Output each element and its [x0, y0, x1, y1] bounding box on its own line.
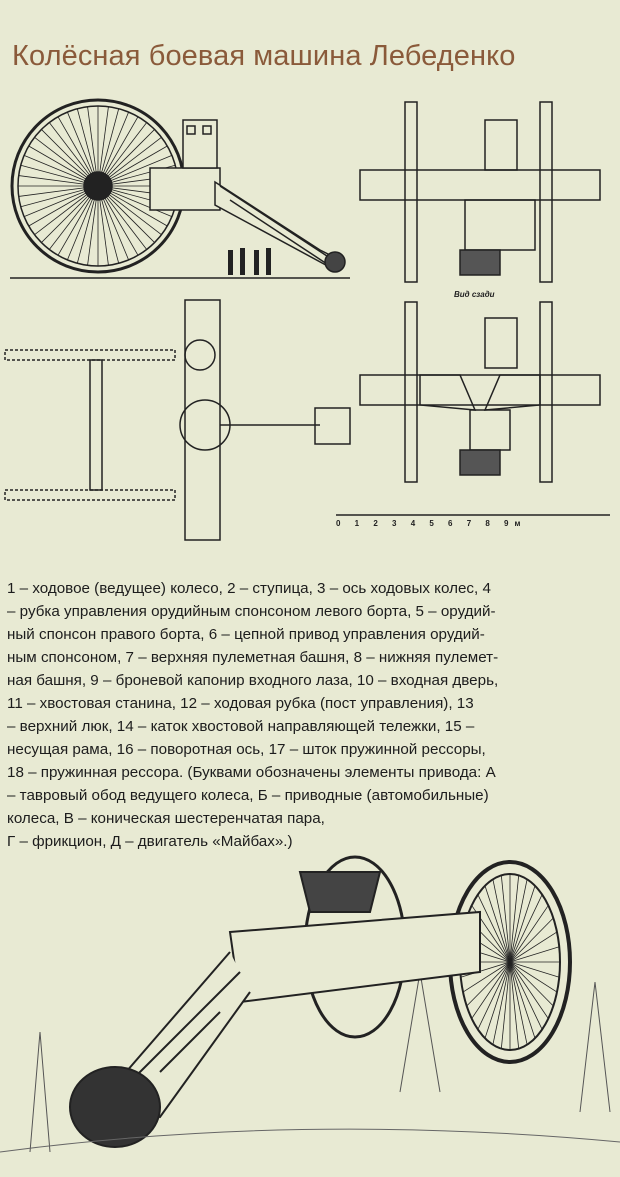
scale-bar-label: 0 1 2 3 4 5 6 7 8 9м: [336, 519, 527, 528]
wheel-spoke: [460, 961, 511, 978]
wheel-spoke: [509, 961, 536, 1039]
wheel-spoke: [509, 875, 520, 963]
wheel-spoke: [509, 905, 549, 963]
rear-view-label: Вид сзади: [454, 290, 495, 299]
wheel-spoke: [462, 961, 511, 993]
legend-line: Г – фрикцион, Д – двигатель «Майбах».): [7, 833, 293, 850]
page-title: Колёсная боевая машина Лебеденко: [12, 40, 516, 72]
wheel-spoke: [509, 961, 560, 978]
wheel-spoke: [509, 961, 528, 1045]
legend-line: – верхний люк, 14 – каток хвостовой напр…: [7, 718, 475, 735]
legend-line: 11 – хвостовая станина, 12 – ходовая руб…: [7, 695, 474, 712]
legend-line: 1 – ходовое (ведущее) колесо, 2 – ступиц…: [7, 580, 491, 597]
wheel-spoke: [484, 961, 511, 1039]
wheel-spoke: [500, 875, 511, 963]
wheel-spoke: [509, 894, 543, 963]
legend-line: – тавровый обод ведущего колеса, Б – при…: [7, 787, 489, 804]
wheel-spoke: [484, 885, 511, 963]
front-view-drawing: [359, 101, 601, 283]
legend-line: – рубка управления орудийным спонсоном л…: [7, 603, 496, 620]
side-view-drawing: [10, 98, 350, 279]
wheel-spoke: [509, 961, 543, 1030]
wheel-spoke: [471, 961, 511, 1019]
wheel-spoke: [509, 879, 528, 963]
wheel-spoke: [509, 885, 536, 963]
wheel-spoke: [509, 961, 549, 1019]
legend-line: колеса, В – коническая шестеренчатая пар…: [7, 810, 325, 827]
legend-line: ным спонсоном, 7 – верхняя пулеметная ба…: [7, 649, 499, 666]
wheel-spoke: [509, 917, 554, 963]
wheel-spoke: [477, 961, 511, 1030]
top-view-drawing: [4, 299, 610, 541]
wheel-spoke: [509, 961, 520, 1049]
legend-text: 1 – ходовое (ведущее) колесо, 2 – ступиц…: [7, 577, 617, 853]
wheel-spoke: [500, 961, 511, 1049]
wheel-spoke: [492, 961, 511, 1045]
legend-line: ная башня, 9 – броневой капонир входного…: [7, 672, 499, 689]
wheel-spoke: [477, 894, 511, 963]
legend-line: несущая рама, 16 – поворотная ось, 17 – …: [7, 741, 486, 758]
wheel-spoke: [466, 961, 511, 1007]
wheel-spoke: [509, 946, 560, 963]
wheel-spoke: [509, 961, 558, 993]
wheel-spoke: [509, 961, 554, 1007]
technical-drawing: [4, 98, 610, 541]
legend-line: ный спонсон правого борта, 6 – цепной пр…: [7, 626, 485, 643]
rear-view-drawing: [359, 301, 601, 483]
tsar-tank-engraving: [0, 855, 620, 1153]
wheel-spoke: [509, 931, 558, 963]
wheel-spoke: [492, 879, 511, 963]
legend-line: 18 – пружинная рессора. (Буквами обознач…: [7, 764, 496, 781]
